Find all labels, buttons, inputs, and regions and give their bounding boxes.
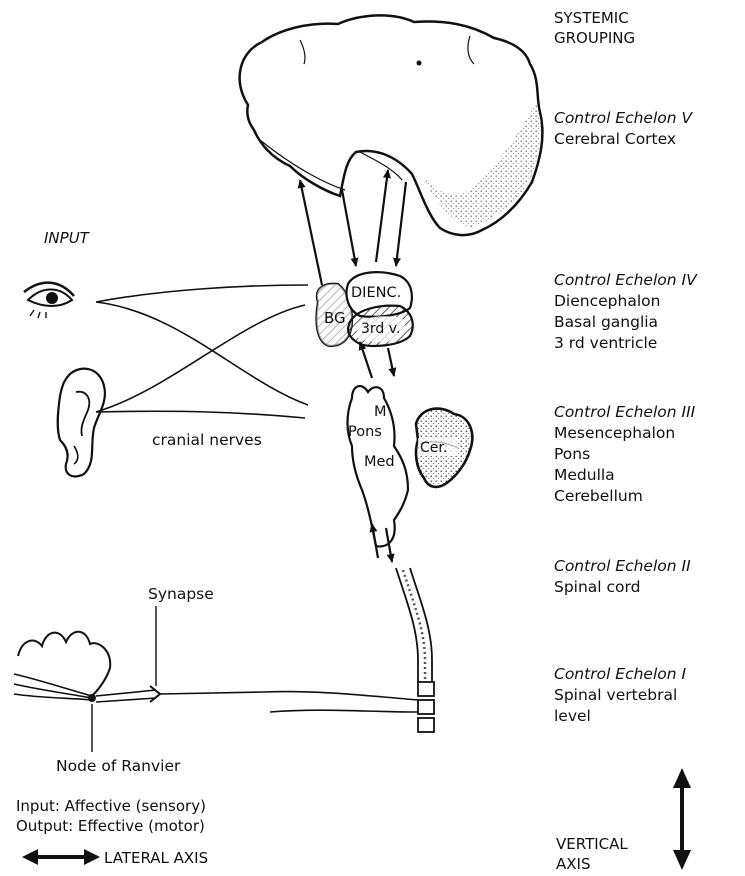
- node-of-ranvier-label: Node of Ranvier: [56, 756, 180, 777]
- vertical-axis-line-1: VERTICAL: [556, 834, 628, 854]
- echelon-iii-item: Mesencephalon: [554, 423, 695, 444]
- echelon-iii-item: Cerebellum: [554, 486, 695, 507]
- echelon-iv-title: Control Echelon IV: [554, 270, 697, 291]
- systemic-grouping-line-2: GROUPING: [554, 28, 635, 48]
- echelon-iv-item: Basal ganglia: [554, 312, 697, 333]
- cortex-connections: [300, 170, 406, 285]
- echelon-iv-item: Diencephalon: [554, 291, 697, 312]
- vertebra-1: [418, 682, 434, 696]
- input-label: INPUT: [44, 228, 89, 248]
- io-legend: Input: Affective (sensory) Output: Effec…: [16, 796, 206, 836]
- echelon-i: Control Echelon I Spinal vertebral level: [554, 664, 686, 727]
- vertical-axis-label: VERTICAL AXIS: [556, 834, 628, 874]
- cerebellum: Cer.: [416, 409, 472, 487]
- echelon-v-item: Cerebral Cortex: [554, 129, 692, 150]
- neuron: [14, 606, 418, 752]
- bg-label: BG: [324, 309, 346, 327]
- echelon-iv-item: 3 rd ventricle: [554, 333, 697, 354]
- pons-label: Pons: [348, 424, 382, 440]
- vertical-axis-line-2: AXIS: [556, 854, 628, 874]
- input-line: Input: Affective (sensory): [16, 796, 206, 816]
- echelon-ii-title: Control Echelon II: [554, 556, 691, 577]
- cerebellum-label: Cer.: [420, 440, 447, 456]
- echelon-i-item: Spinal vertebral: [554, 685, 686, 706]
- vertical-axis-arrow: [673, 768, 691, 870]
- echelon-iii-item: Medulla: [554, 465, 695, 486]
- systemic-grouping-line-1: SYSTEMIC: [554, 8, 635, 28]
- brainstem: M Pons Med: [348, 386, 409, 546]
- vertebra-3: [418, 718, 434, 732]
- synapse-label: Synapse: [148, 584, 214, 605]
- cerebral-cortex: [240, 15, 543, 235]
- mesencephalon-label: M: [374, 404, 387, 420]
- echelon-iii-item: Pons: [554, 444, 695, 465]
- node-of-ranvier-dot: [88, 694, 96, 702]
- echelon-ii-item: Spinal cord: [554, 577, 691, 598]
- lateral-axis-label: LATERAL AXIS: [104, 848, 208, 868]
- echelon-iv: Control Echelon IV Diencephalon Basal ga…: [554, 270, 697, 354]
- cranial-nerve-lines: [96, 285, 308, 418]
- diencephalon-group: BG DIENC. 3rd v.: [317, 272, 413, 346]
- echelon-ii: Control Echelon II Spinal cord: [554, 556, 691, 598]
- eye-icon: [24, 283, 74, 318]
- systemic-grouping-heading: SYSTEMIC GROUPING: [554, 8, 635, 48]
- spinal-cord: [396, 568, 434, 732]
- third-ventricle-label: 3rd v.: [361, 321, 400, 337]
- echelon-iii-title: Control Echelon III: [554, 402, 695, 423]
- echelon-v: Control Echelon V Cerebral Cortex: [554, 108, 692, 150]
- echelon-iii: Control Echelon III Mesencephalon Pons M…: [554, 402, 695, 507]
- dienc-label: DIENC.: [351, 285, 401, 301]
- lateral-axis-arrow: [22, 849, 100, 865]
- medulla-label: Med: [364, 454, 395, 470]
- ear-icon: [58, 369, 105, 477]
- echelon-v-title: Control Echelon V: [554, 108, 692, 129]
- echelon-i-item: level: [554, 706, 686, 727]
- output-line: Output: Effective (motor): [16, 816, 206, 836]
- echelon-i-title: Control Echelon I: [554, 664, 686, 685]
- cranial-nerves-label: cranial nerves: [152, 430, 262, 451]
- dienc-brainstem-connections: [360, 342, 394, 378]
- vertebra-2: [418, 700, 434, 714]
